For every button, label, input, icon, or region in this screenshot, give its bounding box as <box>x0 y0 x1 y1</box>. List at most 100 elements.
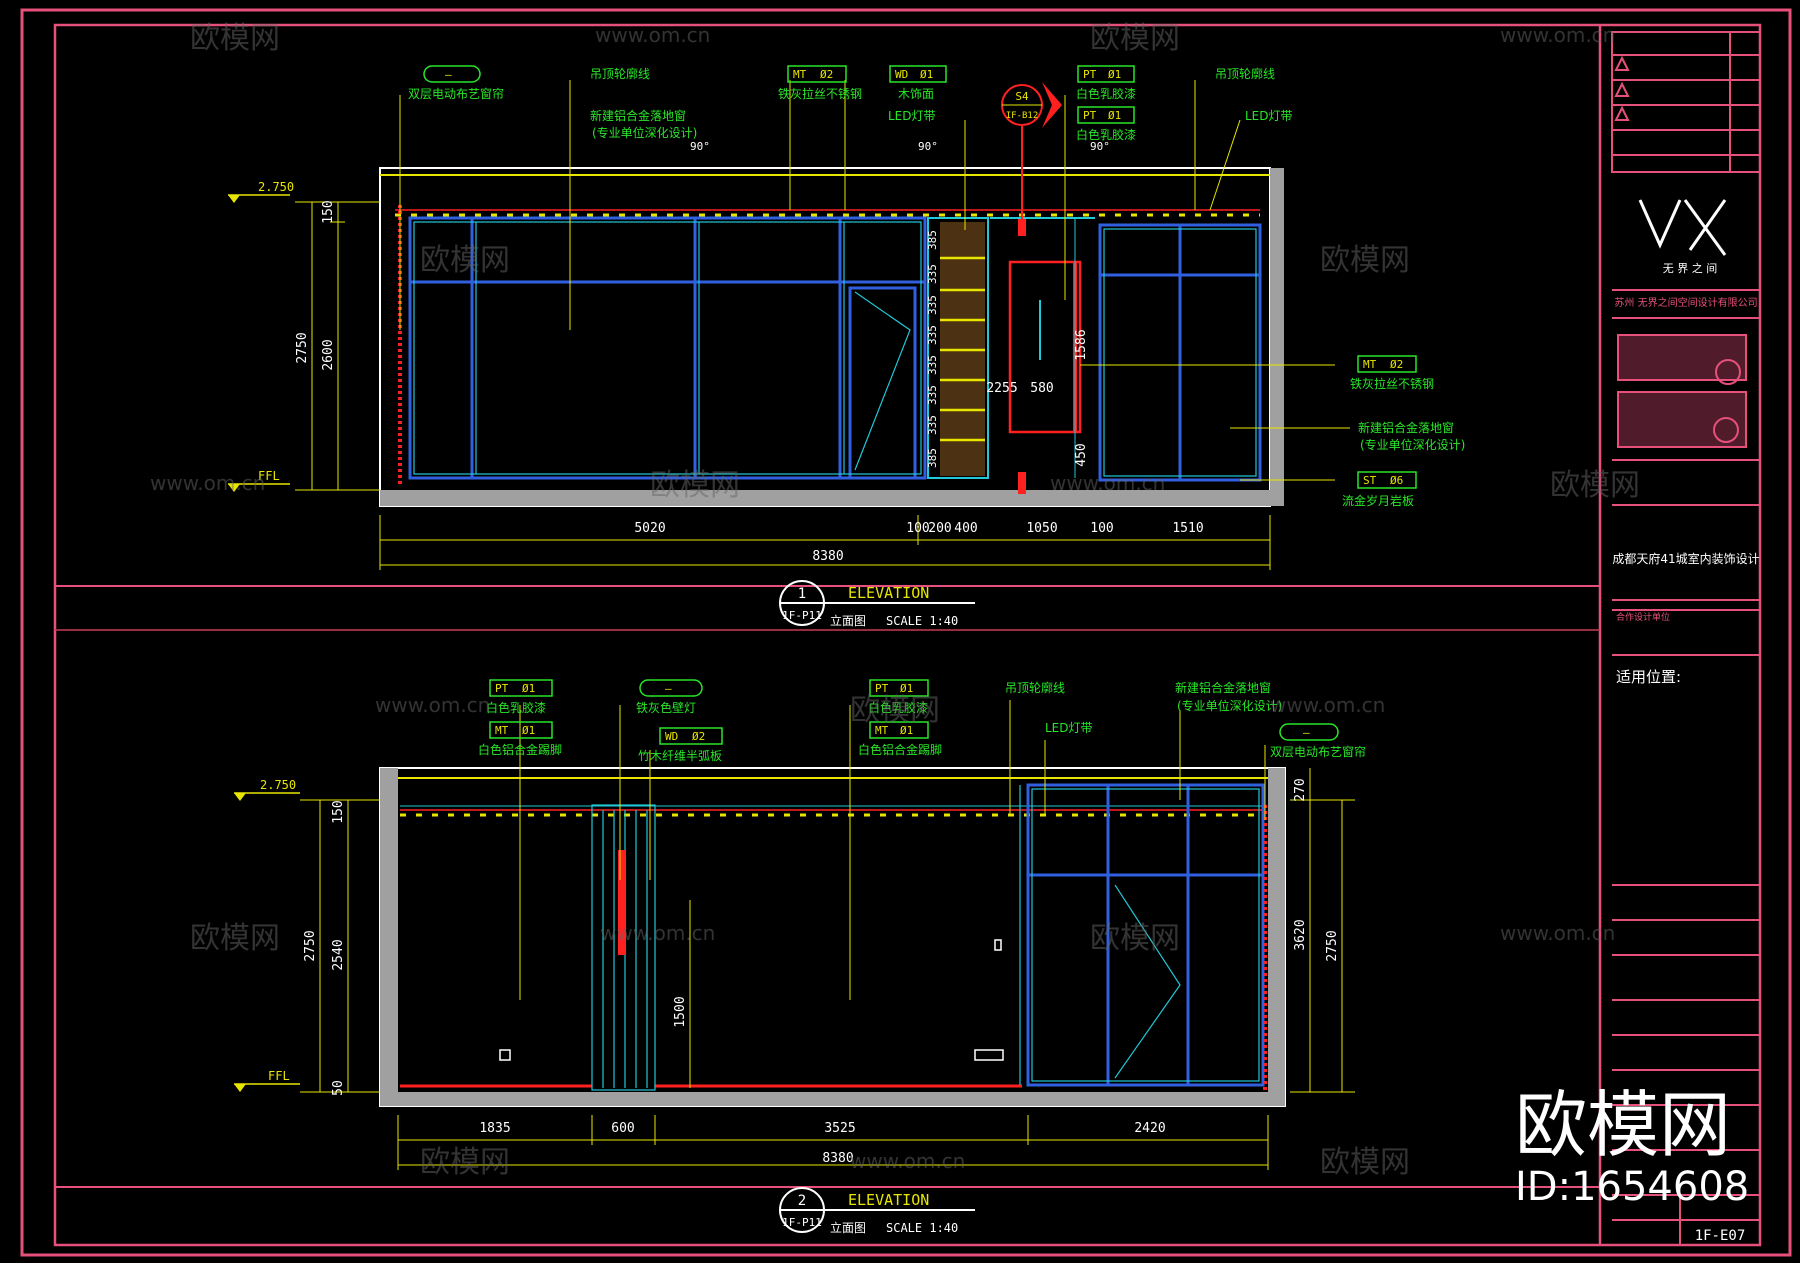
svg-text:ELEVATION: ELEVATION <box>848 584 929 602</box>
shelf-dim-5: 335 <box>926 355 939 375</box>
applicable-location: 适用位置: <box>1616 668 1681 686</box>
tag-label-ceiling: 吊顶轮廓线 <box>590 66 650 81</box>
svg-text:2.750: 2.750 <box>260 778 296 792</box>
tag2-dash-curtain: — <box>1303 726 1310 739</box>
tag-label-curtain: 双层电动布艺窗帘 <box>408 86 504 101</box>
tag2-label-window: 新建铝合金落地窗 <box>1175 680 1271 695</box>
tag2-dash-lamp: — <box>665 682 672 695</box>
svg-text:1: 1 <box>798 586 806 602</box>
level2-marker-top: 2.750 <box>234 778 300 801</box>
dim-center-2: 580 <box>1030 381 1053 396</box>
vx-logo <box>1638 199 1727 256</box>
dim2-left-3: 50 <box>331 1080 346 1096</box>
tag-label-window-note: (专业单位深化设计) <box>592 125 697 140</box>
angle-label-2: 90° <box>918 140 938 153</box>
shelf-dim-6: 335 <box>926 385 939 405</box>
elevation-2: 1835 600 3525 2420 8380 2750 150 2540 50… <box>234 679 1366 1235</box>
tag-num-e1-mt2: Ø2 <box>1390 358 1403 371</box>
tag-code-e1-st: ST <box>1363 474 1377 487</box>
svg-text:1F-P11: 1F-P11 <box>782 1216 822 1229</box>
dim2-right-2: 3620 <box>1293 919 1308 950</box>
svg-text:2.750: 2.750 <box>258 180 294 194</box>
tag-label-led: LED灯带 <box>888 109 936 123</box>
watermark-brand: 欧模网 <box>190 921 280 956</box>
watermark-brand: 欧模网 <box>1320 243 1410 278</box>
watermark-brand: 欧模网 <box>1090 21 1180 56</box>
svg-text:立面图: 立面图 <box>830 1220 866 1235</box>
sheet-number: 1F-E07 <box>1695 1228 1746 1244</box>
tag-label-ceiling2: 吊顶轮廓线 <box>1215 66 1275 81</box>
shelf-dim-1: 385 <box>926 230 939 250</box>
tag-label-wd: 木饰面 <box>898 87 934 101</box>
dim-bottom-1: 5020 <box>634 521 665 536</box>
watermark-url: www.om.cn <box>595 23 710 47</box>
company-name: 苏州 无界之间空间设计有限公司 <box>1614 296 1757 309</box>
dim2-left-2: 2540 <box>331 939 346 970</box>
elevation-1-title: 1 1F-P11 ELEVATION 立面图 SCALE 1:40 <box>779 580 975 628</box>
tag-dash-e1: — <box>445 68 452 81</box>
svg-text:ELEVATION: ELEVATION <box>848 1191 929 1209</box>
tag2-num-wd: Ø2 <box>692 730 705 743</box>
tag-code-e1-mt: MT <box>793 68 807 81</box>
tag2-label-pt2: 白色乳胶漆 <box>868 700 928 715</box>
tag-code-e1-pt2: PT <box>1083 109 1097 122</box>
tag2-num-mt2: Ø1 <box>900 724 913 737</box>
dim-right-2: 450 <box>1074 443 1089 466</box>
shelf-dim-3: 335 <box>926 295 939 315</box>
dim-center-1: 2255 <box>986 381 1017 396</box>
tag-code-e1-pt1: PT <box>1083 68 1097 81</box>
dim2-bottom-1: 1835 <box>479 1121 510 1136</box>
section-callout-bottom: IF-B12 <box>1006 111 1039 121</box>
watermark-brand: 欧模网 <box>650 468 740 503</box>
elevation-2-title: 2 1F-P11 ELEVATION 立面图 SCALE 1:40 <box>779 1187 975 1235</box>
watermark-brand: 欧模网 <box>420 1145 510 1180</box>
watermark-id: ID:1654608 <box>1515 1164 1749 1210</box>
tag-num-e1-pt1: Ø1 <box>1108 68 1121 81</box>
svg-text:2: 2 <box>798 1193 806 1209</box>
tag2-label-pt1: 白色乳胶漆 <box>486 700 546 715</box>
dim2-mid: 1500 <box>673 996 688 1027</box>
watermark-url: www.om.cn <box>1500 23 1615 47</box>
watermark-brand: 欧模网 <box>420 243 510 278</box>
tag-code-e1-wd: WD <box>895 68 908 81</box>
tag-label-st: 流金岁月岩板 <box>1342 493 1414 508</box>
tag2-label-wd: 竹木纤维半弧板 <box>638 749 722 763</box>
watermarks: 欧模网 欧模网 www.om.cn www.om.cn 欧模网 欧模网 www.… <box>150 21 1640 1180</box>
dim-bottom-3: 200 <box>928 521 951 536</box>
watermark-brand: 欧模网 <box>1090 921 1180 956</box>
dim2-left-total: 2750 <box>303 930 318 961</box>
tag2-label-lamp: 铁灰色壁灯 <box>636 700 696 715</box>
tag2-num-mt1: Ø1 <box>522 724 535 737</box>
level-marker-floor: FFL <box>228 469 290 492</box>
tag-label-mt: 铁灰拉丝不锈钢 <box>778 86 862 101</box>
watermark-url: www.om.cn <box>1270 693 1385 717</box>
svg-text:SCALE 1:40: SCALE 1:40 <box>886 1221 958 1235</box>
dim2-left-1: 150 <box>331 800 346 823</box>
svg-text:1F-P11: 1F-P11 <box>782 609 822 622</box>
watermark-url: www.om.cn <box>600 921 715 945</box>
svg-text:FFL: FFL <box>268 1069 290 1083</box>
tag-num-e1-wd: Ø1 <box>920 68 933 81</box>
tag-label-window2-note: (专业单位深化设计) <box>1360 437 1465 452</box>
dim2-total: 8380 <box>822 1151 853 1166</box>
tag2-label-mt2: 白色铝合金踢脚 <box>858 742 942 757</box>
tag2-code-pt2: PT <box>875 682 889 695</box>
tag-label-window2: 新建铝合金落地窗 <box>1358 420 1454 435</box>
dim2-bottom-4: 2420 <box>1134 1121 1165 1136</box>
tag2-code-pt1: PT <box>495 682 509 695</box>
tag2-label-led: LED灯带 <box>1045 721 1093 735</box>
dim-bottom-4: 400 <box>954 521 977 536</box>
tag-label-pt2: 白色乳胶漆 <box>1076 127 1136 142</box>
watermark-url: www.om.cn <box>375 693 490 717</box>
tag2-num-pt2: Ø1 <box>900 682 913 695</box>
svg-text:FFL: FFL <box>258 469 280 483</box>
tag-num-e1-st: Ø6 <box>1390 474 1403 487</box>
level-marker-top: 2.750 <box>228 180 294 203</box>
dim-left-2: 2600 <box>321 339 336 370</box>
tag-label-window: 新建铝合金落地窗 <box>590 108 686 123</box>
dim-left-total: 2750 <box>295 332 310 363</box>
elevation-1: S4 IF-B12 5020 100 200 400 1050 100 1510… <box>228 65 1465 628</box>
tag-label-pt1: 白色乳胶漆 <box>1076 86 1136 101</box>
tag2-label-ceiling: 吊顶轮廓线 <box>1005 680 1065 695</box>
svg-text:立面图: 立面图 <box>830 613 866 628</box>
